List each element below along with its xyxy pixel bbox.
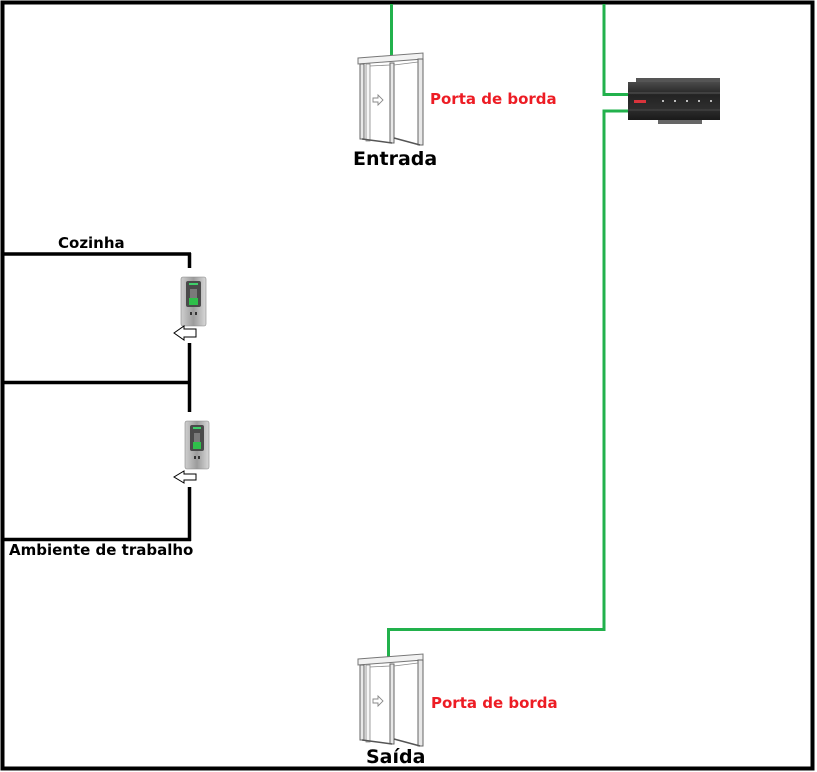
- sliding-door-icon: [357, 52, 424, 146]
- arrow-right-icon: [372, 694, 384, 708]
- reader-cozinha[interactable]: [180, 276, 207, 327]
- access-controller-icon: [628, 78, 720, 124]
- door-entrada-name: Entrada: [353, 148, 438, 170]
- door-entrada-type-label: Porta de borda: [430, 90, 557, 108]
- door-saida[interactable]: [357, 653, 424, 747]
- access-controller[interactable]: [628, 78, 720, 124]
- wire-top-to-controller: [602, 4, 629, 96]
- room-cozinha-label: Cozinha: [58, 234, 125, 252]
- arrow-left-icon: [173, 325, 197, 341]
- wire-controller-to-saida: [387, 109, 629, 660]
- arrow-right-icon: [372, 93, 384, 107]
- room-ambiente-walls: [2, 384, 192, 542]
- arrow-left-icon: [173, 470, 197, 484]
- room-ambiente-label: Ambiente de trabalho: [9, 541, 194, 559]
- reader-ambiente[interactable]: [184, 420, 210, 470]
- wiring: [387, 4, 629, 660]
- door-saida-name: Saída: [366, 746, 426, 768]
- door-entrada[interactable]: [357, 52, 424, 146]
- sliding-door-icon: [357, 653, 424, 747]
- fingerprint-reader-icon: [180, 276, 207, 327]
- room-cozinha-walls: [2, 252, 192, 385]
- fingerprint-reader-icon: [184, 420, 210, 470]
- door-saida-type-label: Porta de borda: [431, 694, 558, 712]
